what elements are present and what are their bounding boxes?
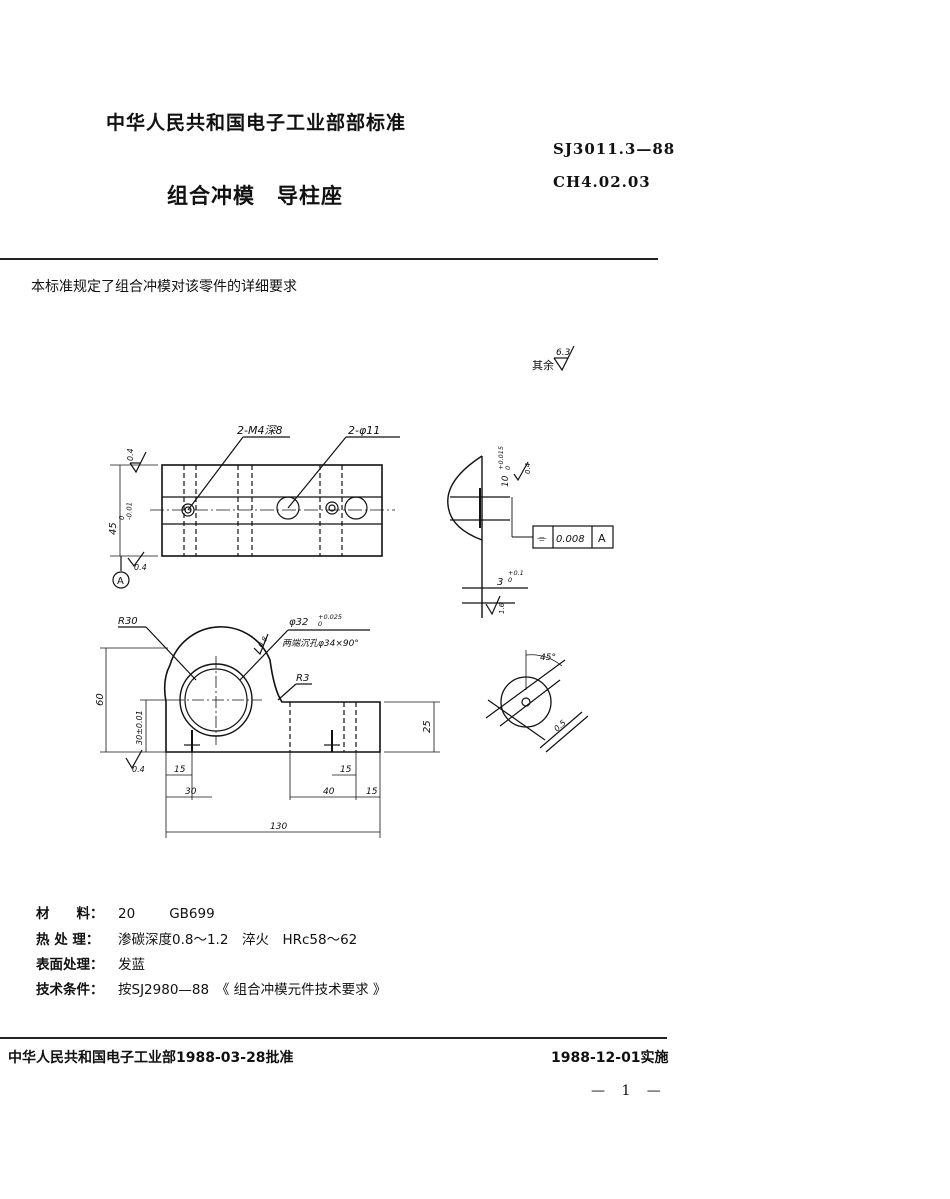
bottom-roughness: 0.4 — [134, 563, 147, 572]
dim-60: 60 — [95, 693, 106, 706]
r30-label: R30 — [118, 616, 138, 627]
dim-30-horizontal: 30 — [185, 787, 197, 797]
top-roughness: 0.4 — [126, 448, 135, 461]
header-rule — [0, 258, 658, 260]
side-roughness: 0.4 — [524, 463, 532, 474]
issuing-organization: 中华人民共和国电子工业部部标准 — [106, 112, 407, 134]
r3-label: R3 — [296, 673, 309, 684]
height-tolerance: 0-0.01 — [118, 502, 134, 520]
standard-code: SJ3011.3—88 — [553, 140, 676, 158]
datum-a-label: A — [117, 576, 124, 587]
spec-technical-conditions: 技术条件： 按SJ2980—88 《 组合冲模元件技术要求 》 — [36, 978, 386, 998]
dim-40: 40 — [323, 787, 335, 797]
detail-dimension: 0.5 — [552, 718, 567, 733]
roughness-rest-symbol: 其余 6.3 — [532, 345, 575, 372]
thread-callout: 2-M4深8 — [237, 424, 282, 437]
spec-heat-treatment: 热 处 理： 渗碳深度0.8～1.2 淬火 HRc58～62 — [36, 928, 357, 948]
dim-130: 130 — [270, 822, 287, 832]
spec-heat-label: 热 处 理： — [36, 932, 100, 948]
spec-surface-label: 表面处理： — [36, 957, 104, 973]
flatness-datum: A — [598, 532, 606, 545]
detail-angle: 45° — [540, 653, 556, 663]
side-dim-3: 3 — [497, 577, 503, 588]
approval-statement: 中华人民共和国电子工业部1988-03-28批准 — [8, 1050, 294, 1066]
flatness-symbol: ⌯ — [537, 531, 547, 545]
bore-callout: φ32 — [289, 617, 308, 628]
footer-rule — [0, 1037, 667, 1039]
spec-material-value: 20 — [118, 906, 136, 922]
height-dimension: 45 — [108, 522, 119, 535]
spec-material: 材 料： 20 GB699 — [36, 902, 215, 922]
hole-callout: 2-φ11 — [348, 424, 380, 437]
spec-material-standard: GB699 — [169, 906, 215, 922]
dim-15-right: 15 — [366, 787, 378, 797]
dim-25: 25 — [422, 720, 433, 733]
top-view: 2-M4深8 2-φ11 45 0-0.01 0.4 0.4 A — [108, 424, 400, 589]
spec-material-label: 材 料： — [36, 906, 104, 922]
dim-15-middle: 15 — [340, 765, 352, 775]
classification-code: CH4.02.03 — [553, 173, 651, 191]
document-title: 组合冲模 导柱座 — [167, 184, 343, 208]
flatness-value: 0.008 — [556, 534, 585, 545]
effective-date: 1988-12-01实施 — [551, 1050, 669, 1066]
side-dim-10-tol: +0.0150 — [497, 446, 512, 470]
dim-15-left: 15 — [174, 765, 186, 775]
spec-heat-value: 渗碳深度0.8～1.2 淬火 HRc58～62 — [118, 932, 358, 948]
bore-note: 两端沉孔φ34×90° — [282, 638, 359, 649]
scope-statement: 本标准规定了组合冲模对该零件的详细要求 — [31, 279, 297, 295]
page-number: — 1 — — [591, 1083, 667, 1099]
side-dim-10: 10 — [501, 475, 511, 487]
side-roughness-2: 1.6 — [498, 602, 506, 614]
spec-surface-value: 发蓝 — [118, 957, 145, 973]
roughness-rest-label: 其余 — [532, 358, 554, 372]
spec-surface-treatment: 表面处理： 发蓝 — [36, 953, 145, 973]
dim-30-tolerance: 30±0.01 — [135, 710, 144, 745]
bore-roughness: 0.8 — [257, 635, 270, 649]
spec-tech-label: 技术条件： — [36, 982, 104, 998]
roughness-rest-value: 6.3 — [556, 348, 571, 358]
front-roughness: 0.4 — [132, 765, 145, 774]
detail-view: 45° 0.5 — [485, 650, 589, 753]
spec-tech-value: 按SJ2980—88 《 组合冲模元件技术要求 》 — [118, 982, 387, 998]
